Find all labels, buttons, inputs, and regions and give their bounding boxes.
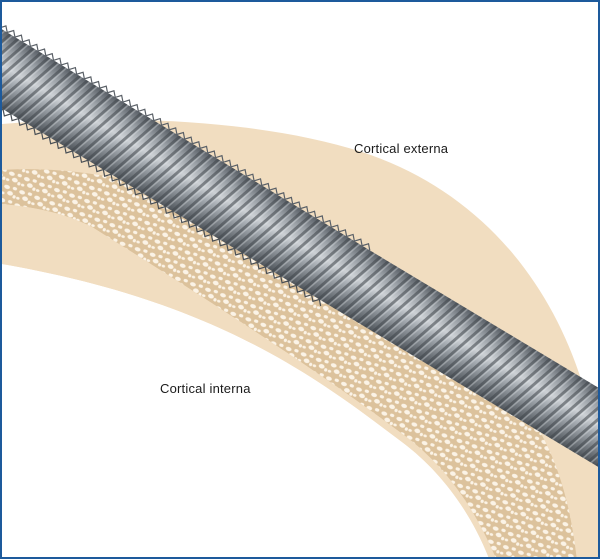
inner-cortex-label: Cortical interna — [160, 381, 251, 396]
outer-cortex-label: Cortical externa — [354, 141, 448, 156]
